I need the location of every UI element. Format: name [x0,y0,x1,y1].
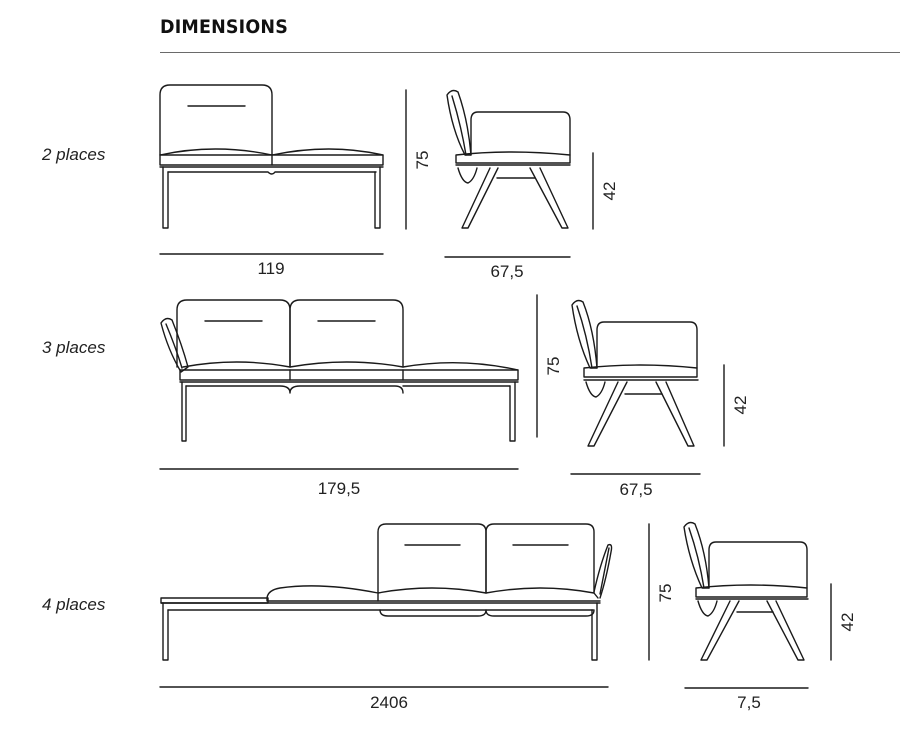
dimension-height-4-places: 75 [656,584,675,603]
front-view-2-places [159,84,384,255]
page-title: DIMENSIONS [160,16,288,38]
dimension-seat-height-2-places: 42 [600,182,619,201]
front-view-4-places [159,523,613,688]
dimension-width-3-places: 179,5 [318,479,361,498]
side-view-3-places [570,299,701,475]
title-divider [160,52,900,53]
row-label-4-places: 4 places [42,595,106,614]
dimension-width-4-places: 2406 [370,693,408,712]
dimension-depth-3-places: 67,5 [619,480,652,499]
dimension-height-2-places: 75 [413,151,432,170]
row-label-3-places: 3 places [42,338,106,357]
dimension-depth-4-places: 7,5 [737,693,761,712]
dimension-width-2-places: 119 [257,259,284,278]
dimension-height-3-places: 75 [544,357,563,376]
dimension-seat-height-4-places: 42 [838,613,857,632]
dimension-seat-height-3-places: 42 [731,396,750,415]
side-view-4-places [683,521,809,689]
row-label-2-places: 2 places [42,145,106,164]
front-view-3-places [159,299,519,470]
side-view-2-places [444,89,571,258]
dimension-depth-2-places: 67,5 [490,262,523,281]
